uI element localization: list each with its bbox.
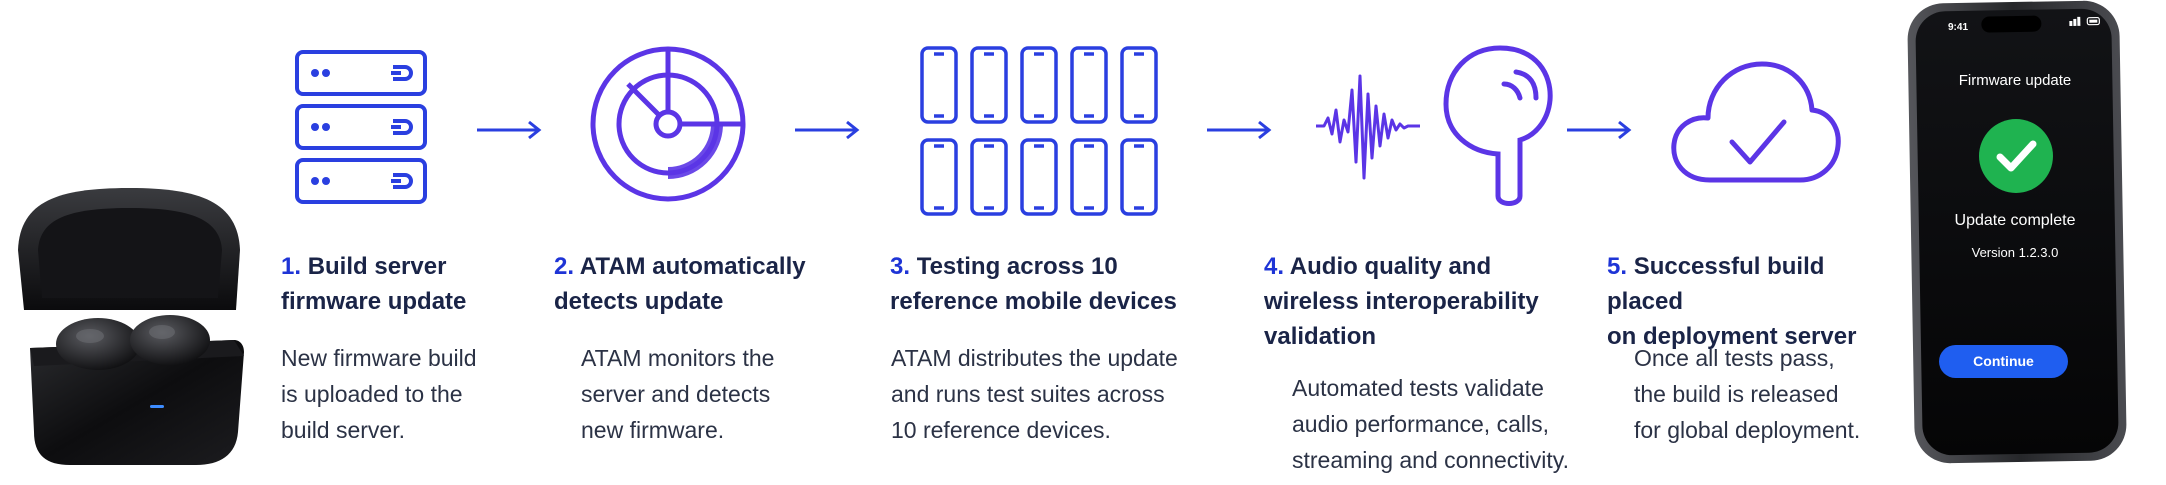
step-2-title-text: ATAM automatically detects update [554,253,806,315]
success-check-icon [1978,118,2054,194]
continue-button[interactable]: Continue [1939,345,2068,378]
step-4-title: 4. Audio quality and wireless interopera… [1264,249,1594,354]
step-4-description: Automated tests validate audio performan… [1292,375,1569,473]
step-4-title-text: Audio quality and wireless interoperabil… [1264,253,1539,350]
step-3-description: ATAM distributes the update and runs tes… [891,345,1178,443]
arrow-right-icon [1205,120,1273,140]
step-5-title: 5. Successful build placed on deployment… [1607,249,1907,354]
step-2-title: 2. ATAM automatically detects update [554,249,884,319]
phone-status-text: Update complete [1954,212,2076,229]
cloud-check-icon [1670,58,1842,186]
radar-icon [588,44,748,204]
step-5-description: Once all tests pass, the build is releas… [1634,345,1861,443]
step-1-title: 1. Build server firmware update [281,249,611,319]
audio-waveform-icon [1316,70,1420,182]
earbud-icon [1440,44,1560,212]
step-3-title-text: Testing across 10 reference mobile devic… [890,253,1177,315]
step-2-number: 2. [554,253,575,280]
step-1-number: 1. [281,253,302,280]
phone-header-title: Firmware update [1958,72,2072,89]
step-5-title-text: Successful build placed on deployment se… [1607,253,1857,350]
step-4-number: 4. [1264,253,1285,280]
mobile-devices-grid-icon [920,46,1160,216]
step-3-title: 3. Testing across 10 reference mobile de… [890,249,1270,319]
phone-version-text: Version 1.2.3.0 [1971,245,2059,260]
server-rack-icon [293,48,429,206]
step-1-title-text: Build server firmware update [281,253,467,315]
step-2-description: ATAM monitors the server and detects new… [581,345,775,443]
arrow-right-icon [1565,120,1633,140]
step-3-number: 3. [890,253,911,280]
earbuds-case-image [0,180,260,470]
phone-status-time: 9:41 [1948,22,1969,33]
smartphone-image [1905,0,2130,470]
step-1-description: New firmware build is uploaded to the bu… [281,345,477,443]
arrow-right-icon [793,120,861,140]
arrow-right-icon [475,120,543,140]
step-5-number: 5. [1607,253,1628,280]
